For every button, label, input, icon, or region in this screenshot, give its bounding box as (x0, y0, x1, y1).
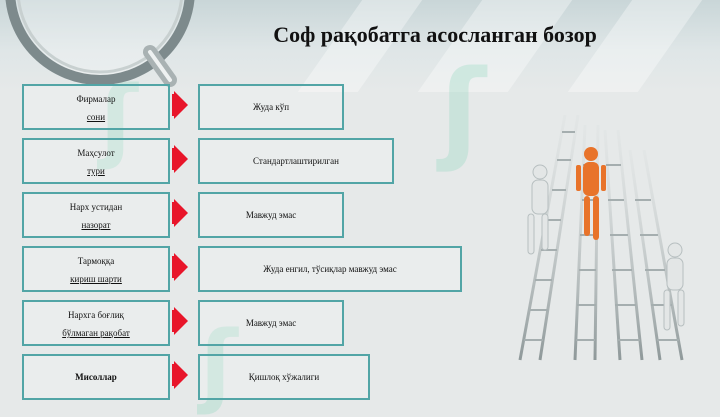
criterion-box: Нарх устидан назорат (22, 192, 170, 238)
value-box: Мавжуд эмас (198, 300, 344, 346)
watermark-shape: ʃ (440, 46, 486, 174)
value-label: Жуда енгил, тўсиқлар мавжуд эмас (263, 264, 397, 274)
value-box: Жуда енгил, тўсиқлар мавжуд эмас (198, 246, 462, 292)
criterion-label: назорат (81, 220, 111, 230)
value-box: Жуда кўп (198, 84, 344, 130)
arrow-right-icon (174, 91, 188, 119)
criterion-box: Нархга боғлиқ бўлмаган рақобат (22, 300, 170, 346)
value-label: Мавжуд эмас (245, 318, 297, 328)
ladders-illustration (518, 114, 685, 361)
watermark-shape: ʃ (200, 312, 238, 417)
criterion-label: тури (87, 166, 105, 176)
value-label: Стандартлаштирилган (253, 156, 339, 166)
criterion-box: Фирмалар сони (22, 84, 170, 130)
arrow-right-icon (174, 307, 188, 335)
value-label: Қишлоқ хўжалиги (248, 372, 320, 382)
arrow-right-icon (174, 253, 188, 281)
criterion-box: Мисоллар (22, 354, 170, 400)
criterion-box: Тармоққа кириш шарти (22, 246, 170, 292)
watermark-shape: ʃ (100, 67, 138, 172)
arrow-right-icon (174, 199, 188, 227)
criterion-label: Мисоллар (75, 372, 117, 382)
value-box: Қишлоқ хўжалиги (198, 354, 370, 400)
value-label: Жуда кўп (252, 102, 290, 112)
criterion-label: кириш шарти (70, 274, 122, 284)
criterion-label: Фирмалар (76, 94, 116, 104)
criterion-label: Нархга боғлиқ (68, 310, 124, 320)
criterion-label: сони (86, 112, 106, 122)
criterion-label: бўлмаган рақобат (62, 328, 130, 338)
table-row: Тармоққа кириш шарти Жуда енгил, тўсиқла… (22, 246, 472, 292)
criterion-label: Нарх устидан (69, 202, 123, 212)
criterion-box: Маҳсулот тури (22, 138, 170, 184)
value-box: Мавжуд эмас (198, 192, 344, 238)
table-row: Фирмалар сони Жуда кўп (22, 84, 472, 130)
magnifier-icon (5, 0, 195, 87)
slide-title: Соф рақобатга асосланган бозор (273, 22, 597, 47)
criterion-label: Маҳсулот (77, 148, 115, 158)
table-row: Мисоллар Қишлоқ хўжалиги (22, 354, 472, 400)
criterion-label: Тармоққа (77, 256, 115, 266)
arrow-right-icon (174, 145, 188, 173)
table-row: Нарх устидан назорат Мавжуд эмас (22, 192, 472, 238)
value-box: Стандартлаштирилган (198, 138, 394, 184)
arrow-right-icon (174, 361, 188, 389)
table-row: Маҳсулот тури Стандартлаштирилган (22, 138, 472, 184)
value-label: Мавжуд эмас (245, 210, 297, 220)
table-row: Нархга боғлиқ бўлмаган рақобат Мавжуд эм… (22, 300, 472, 346)
